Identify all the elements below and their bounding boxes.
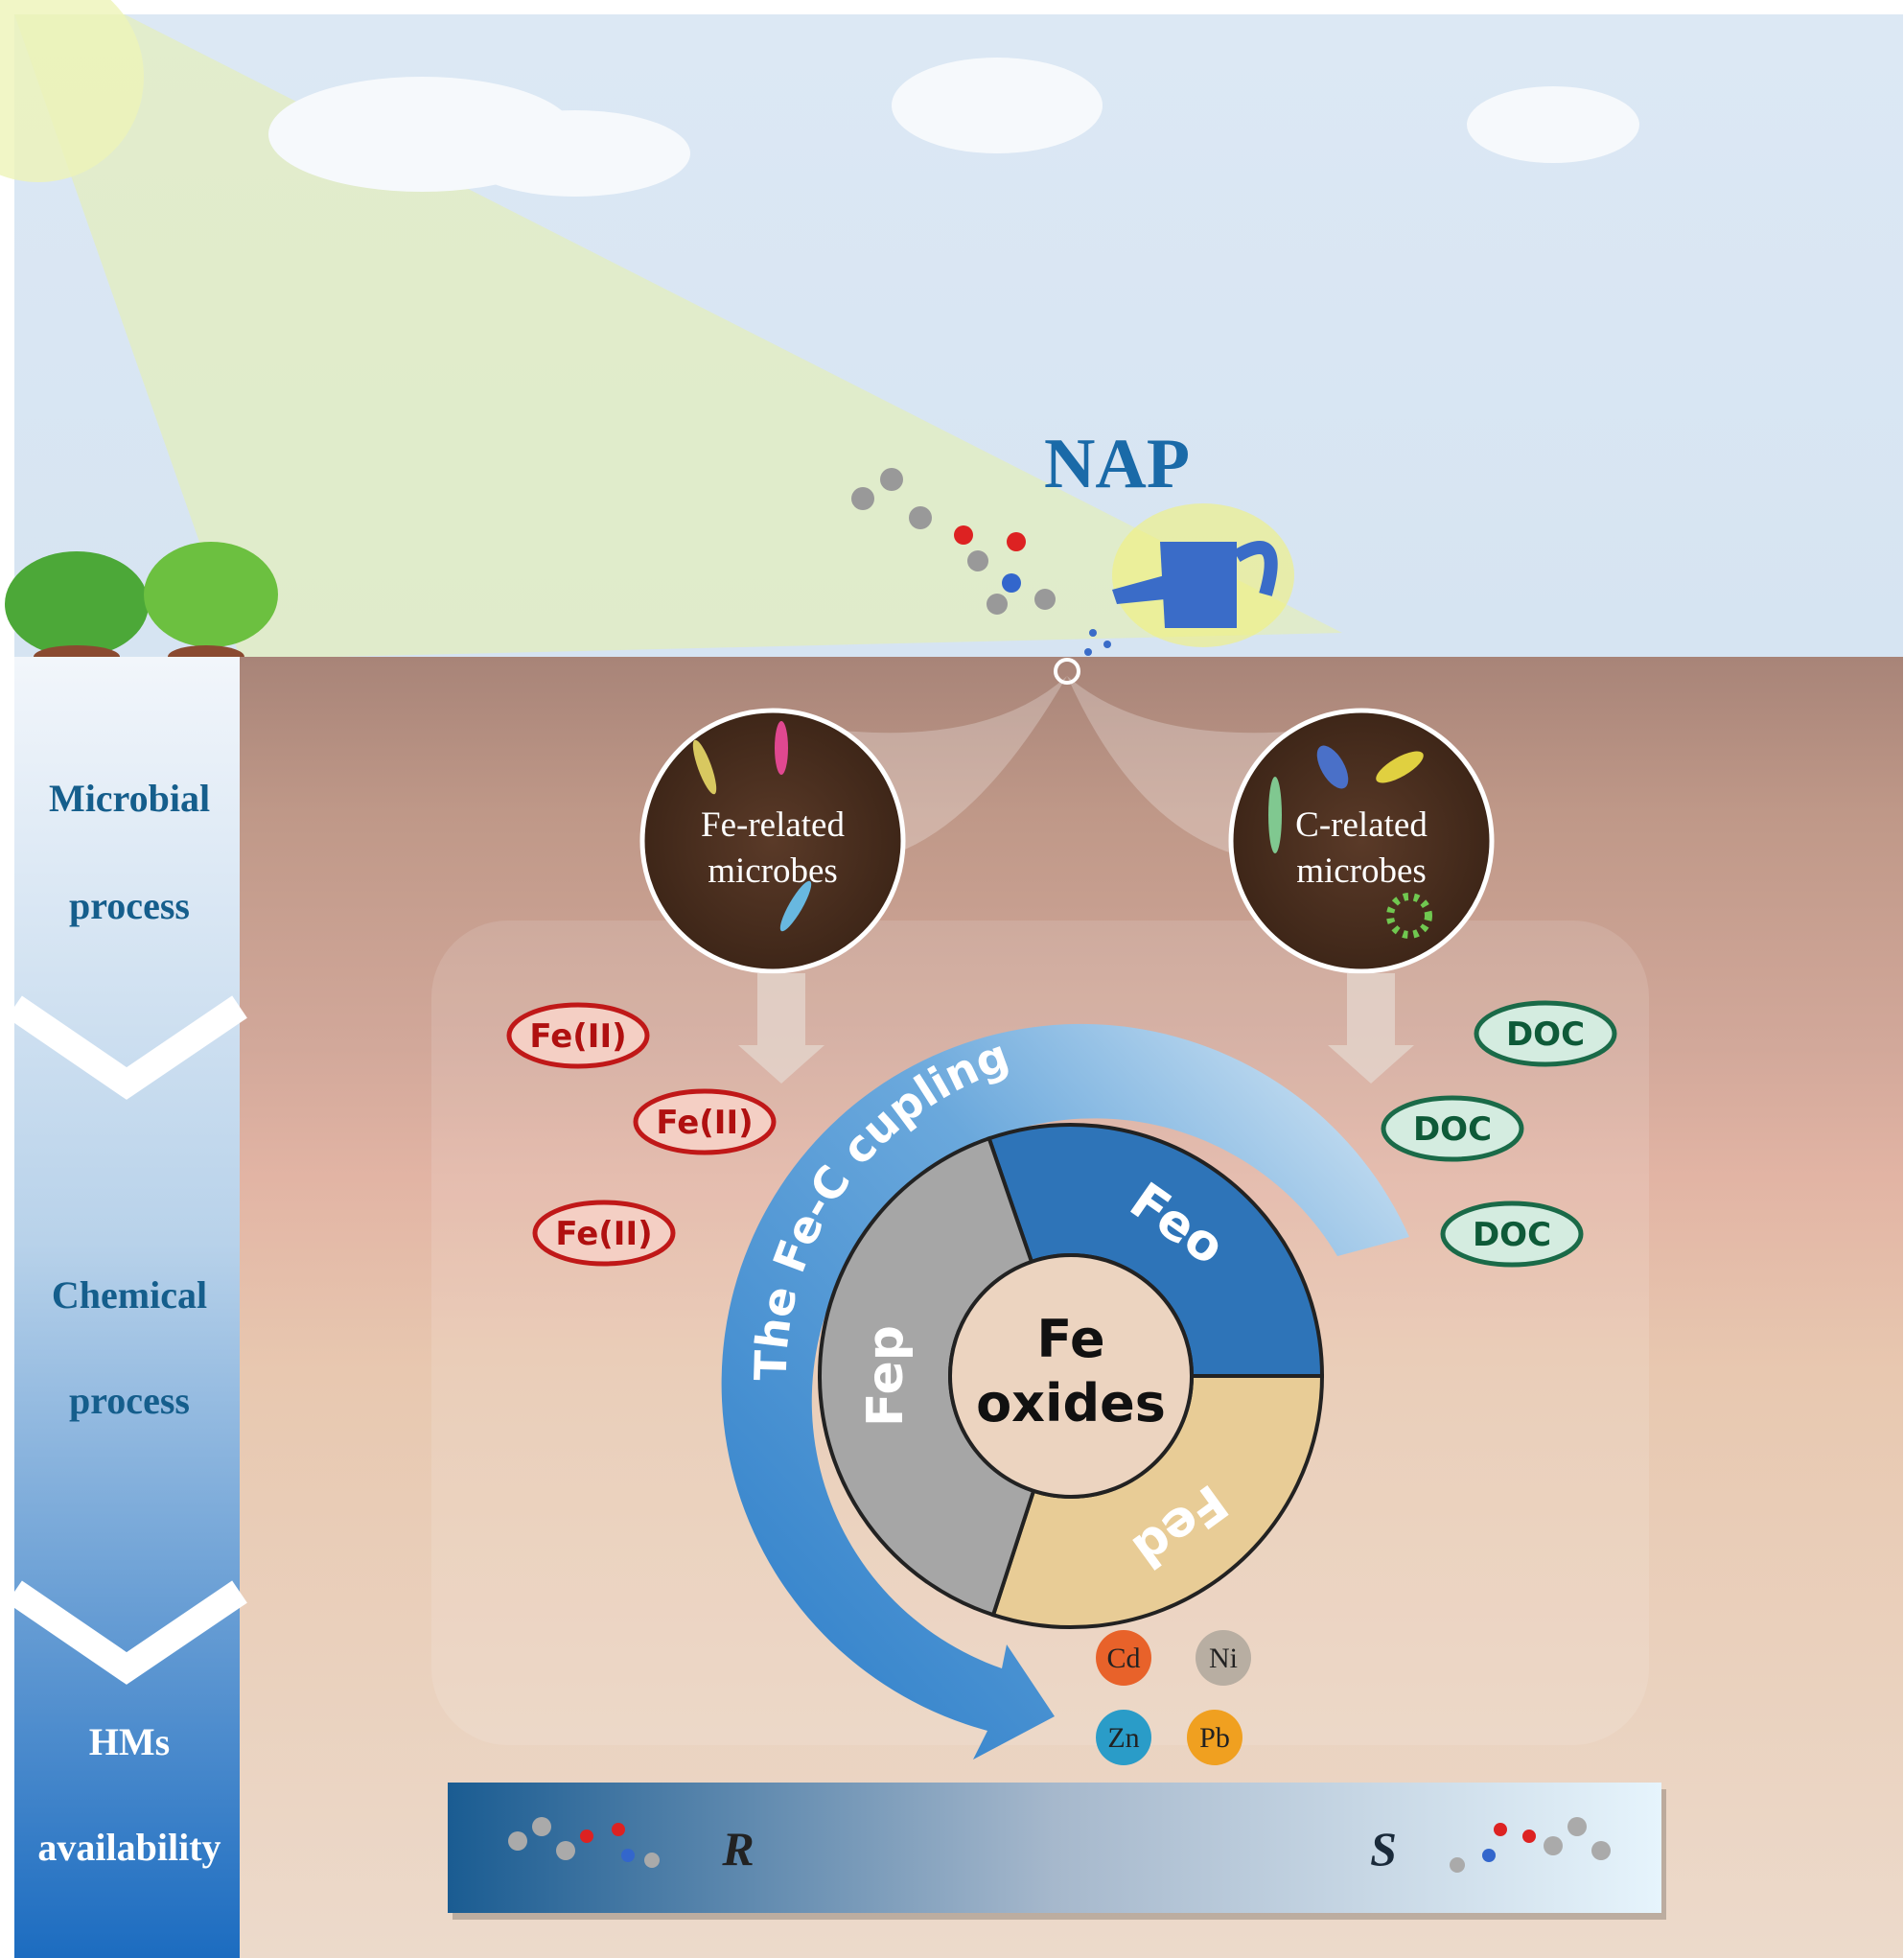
stage-label: process	[69, 1379, 190, 1422]
metal-label: Ni	[1209, 1643, 1238, 1674]
fe-ion-badge: Fe(II)	[633, 1088, 777, 1155]
microbe-label: microbes	[1296, 851, 1427, 891]
donut-center-label: Fe	[1036, 1309, 1104, 1369]
stage-label: Chemical	[52, 1273, 207, 1317]
svg-text:DOC: DOC	[1413, 1110, 1492, 1149]
watering-can-icon	[1084, 503, 1294, 656]
enantiomer-bar: R S	[448, 1783, 1666, 1920]
metal-ball-ni	[1196, 1630, 1251, 1686]
metal-label: Cd	[1106, 1643, 1140, 1674]
fe-ion-badge: Fe(II)	[506, 1002, 650, 1069]
metal-label: Zn	[1107, 1722, 1139, 1754]
svg-text:Fe(II): Fe(II)	[529, 1017, 626, 1056]
donut-center	[948, 1253, 1194, 1499]
arrow-down-icon	[738, 973, 824, 1084]
doc-badge: DOC	[1440, 1200, 1584, 1268]
metal-label: Pb	[1199, 1722, 1230, 1754]
svg-text:DOC: DOC	[1506, 1015, 1585, 1054]
microbe-label: microbes	[708, 851, 838, 891]
chevron-down-icon	[7, 995, 247, 1100]
nap-title: NAP	[1044, 425, 1190, 503]
r-enantiomer-molecule-icon	[508, 1817, 660, 1868]
donut-center-label: oxides	[976, 1373, 1166, 1434]
chevron-down-icon	[7, 1580, 247, 1685]
stage-label: Microbial	[49, 777, 210, 820]
fe-related-microbes: Fe-related microbes	[639, 708, 906, 974]
arrow-down-icon	[1328, 973, 1414, 1084]
donut-segment-label: Fep	[857, 1325, 915, 1427]
r-label: R	[721, 1822, 754, 1876]
s-enantiomer-molecule-icon	[1450, 1817, 1611, 1873]
sun	[0, 0, 144, 182]
stage-label: process	[69, 884, 190, 927]
microbe-label: Fe-related	[701, 805, 845, 845]
doc-badge: DOC	[1474, 1000, 1617, 1067]
metal-ball-cd	[1096, 1630, 1151, 1686]
c-related-microbes: C-related microbes	[1228, 708, 1495, 974]
doc-badge: DOC	[1381, 1095, 1524, 1162]
clouds	[268, 58, 1639, 197]
svg-text:Fe(II): Fe(II)	[656, 1104, 753, 1142]
microbe-label: C-related	[1295, 805, 1428, 845]
injection-point	[1054, 658, 1080, 685]
metal-ball-pb	[1187, 1710, 1242, 1765]
metal-ball-zn	[1096, 1710, 1151, 1765]
stage-label: availability	[37, 1826, 221, 1869]
fe-ion-badge: Fe(II)	[532, 1200, 676, 1267]
process-sidebar	[14, 657, 240, 1958]
s-label: S	[1370, 1822, 1397, 1876]
stage-label: HMs	[89, 1720, 170, 1763]
svg-text:Fe(II): Fe(II)	[555, 1215, 652, 1253]
svg-text:DOC: DOC	[1473, 1216, 1551, 1254]
nap-molecule-icon	[851, 468, 1056, 615]
